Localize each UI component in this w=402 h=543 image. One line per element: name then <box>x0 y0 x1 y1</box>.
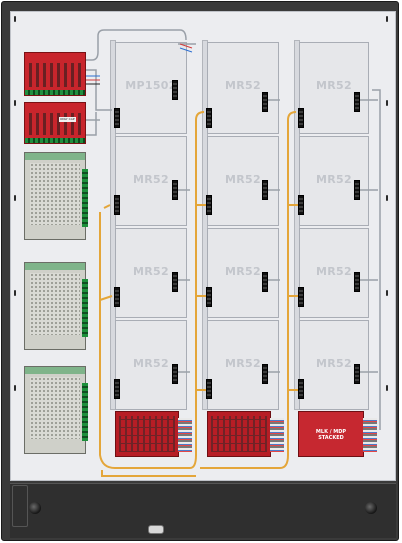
board-label: MR52 <box>225 173 261 186</box>
terminal-block <box>354 180 360 200</box>
enclosure-bottom-panel <box>10 483 396 538</box>
terminal-block <box>298 287 304 307</box>
mounting-hole <box>386 195 388 201</box>
mounting-hole <box>386 290 388 296</box>
orange-wire-harness <box>99 111 298 477</box>
mounting-hole <box>386 100 388 106</box>
terminal-block <box>206 108 212 128</box>
reader-board-mr52: MR52 <box>299 42 369 134</box>
power-supply <box>24 152 88 240</box>
enclosure-screw <box>29 502 41 514</box>
orange-wire <box>200 111 297 469</box>
board-label: MR52 <box>316 173 352 186</box>
power-distribution-board <box>24 52 86 96</box>
terminal-block <box>354 92 360 112</box>
gray-wire <box>86 69 112 111</box>
orange-wire <box>103 204 111 209</box>
mounting-hole <box>386 16 388 22</box>
board-label: MR52 <box>225 265 261 278</box>
reader-board-mr52: MR52 <box>207 42 279 134</box>
gray-wire <box>86 112 97 136</box>
terminal-block <box>262 364 268 384</box>
terminal-block <box>354 364 360 384</box>
terminal-block <box>172 364 178 384</box>
terminal-block <box>206 379 212 399</box>
terminal-block <box>114 195 120 215</box>
red-lead <box>179 43 193 49</box>
terminal-block <box>114 379 120 399</box>
board-label: MR52 <box>133 357 169 370</box>
controller-board <box>207 411 284 457</box>
board-label: MR52 <box>316 79 352 92</box>
board-label: MR52 <box>225 79 261 92</box>
board-label: MR52 <box>316 265 352 278</box>
mounting-hole <box>14 290 16 296</box>
gray-wire <box>86 29 187 61</box>
orange-wire <box>101 470 196 477</box>
reader-board-mr52: MR52 <box>115 320 187 410</box>
orange-wire <box>99 295 113 301</box>
terminal-block <box>172 272 178 292</box>
terminal-block <box>114 287 120 307</box>
bottom-bracket <box>12 485 28 527</box>
relay-board: MLK / MDP STACKED <box>298 411 377 457</box>
terminal-block <box>172 180 178 200</box>
power-supply <box>24 366 88 454</box>
board-label: MR52 <box>133 265 169 278</box>
power-supply <box>24 262 88 350</box>
mounting-hole <box>14 195 16 201</box>
controller-board <box>115 411 192 457</box>
mounting-hole <box>14 16 16 22</box>
enclosure-latch[interactable] <box>148 525 164 534</box>
mounting-hole <box>14 100 16 106</box>
terminal-block <box>354 272 360 292</box>
terminal-block <box>298 108 304 128</box>
board-label: MR52 <box>225 357 261 370</box>
terminal-block <box>298 379 304 399</box>
mounting-hole <box>14 385 16 391</box>
relay-board-label: MLK / MDP STACKED <box>299 429 363 441</box>
gray-wire-harness <box>86 29 381 430</box>
board-label: MR52 <box>316 357 352 370</box>
board-label: MR52 <box>133 173 169 186</box>
enclosure-screw <box>365 502 377 514</box>
relay-label-line1: MLK / MDP <box>315 429 347 435</box>
terminal-block <box>262 92 268 112</box>
mounting-hole <box>386 385 388 391</box>
terminal-block <box>298 195 304 215</box>
relay-label-line2: STACKED <box>318 435 344 441</box>
board-tag: ONLY CAP <box>59 117 76 122</box>
terminal-block <box>206 287 212 307</box>
orange-wire <box>99 111 205 469</box>
blue-lead <box>179 47 193 53</box>
reader-board-mp1502: MP1502 <box>115 42 187 134</box>
terminal-block <box>114 108 120 128</box>
colored-lead-bundle <box>86 43 193 85</box>
terminal-block <box>172 80 178 100</box>
terminal-block <box>262 272 268 292</box>
terminal-block <box>262 180 268 200</box>
gray-wire <box>372 89 381 430</box>
board-label: MP1502 <box>125 79 177 92</box>
power-distribution-board: ONLY CAP <box>24 102 86 144</box>
terminal-block <box>206 195 212 215</box>
